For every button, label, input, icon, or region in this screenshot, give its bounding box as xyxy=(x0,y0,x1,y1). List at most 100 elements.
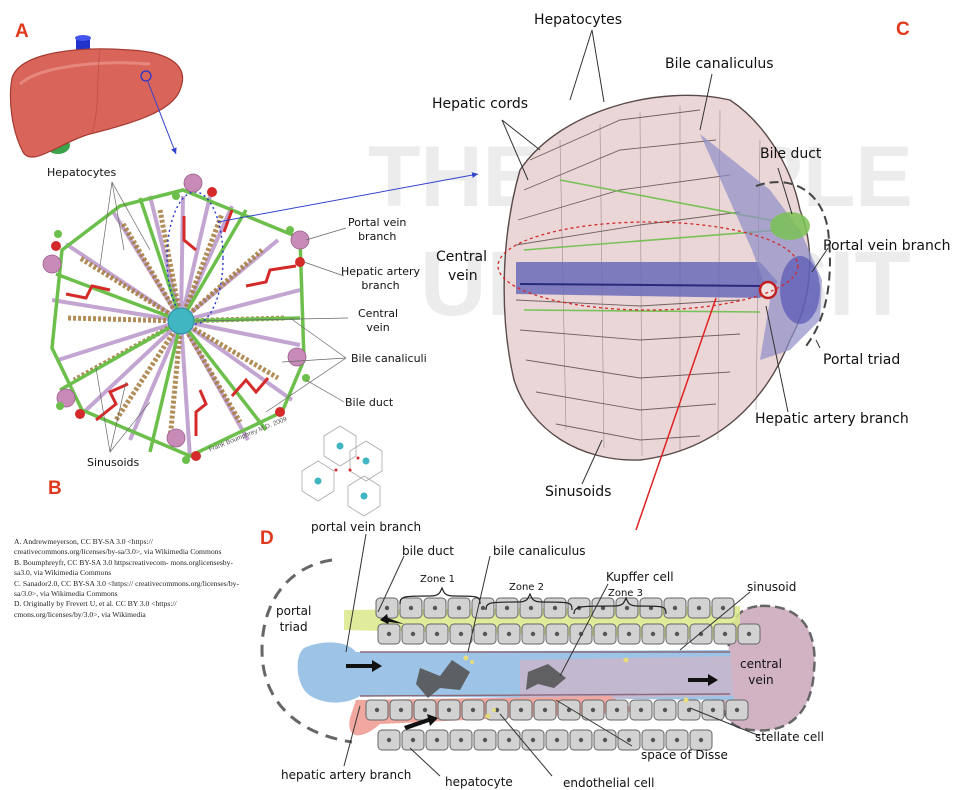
credit-c: C. Sanador2.0, CC BY-SA 3.0 <https:// cr… xyxy=(14,579,246,600)
label-b-portal-vein-line2: branch xyxy=(348,230,406,244)
label-d-portal-triad-line2: triad xyxy=(276,619,311,635)
credit-b: B. Boumphreyfr, CC BY-SA 3.0 httpscreati… xyxy=(14,558,246,579)
label-d-zone-1: Zone 1 xyxy=(420,574,455,585)
hepatocyte-nucleus xyxy=(399,708,403,712)
hepatocyte-nucleus xyxy=(555,738,559,742)
hepatocyte-nucleus xyxy=(747,632,751,636)
label-d-portal-vein-branch: portal vein branch xyxy=(311,520,421,534)
hepatocyte-nucleus xyxy=(651,738,655,742)
hepatocyte-nucleus xyxy=(697,606,701,610)
panel-letter-b: B xyxy=(48,478,62,500)
hepatocyte-nucleus xyxy=(385,606,389,610)
hepatocyte-nucleus xyxy=(711,708,715,712)
hepatocyte-nucleus xyxy=(675,632,679,636)
hepatocyte-nucleus xyxy=(483,632,487,636)
hepatocyte-nucleus xyxy=(411,738,415,742)
hepatocyte-row-bottom xyxy=(378,730,712,750)
label-d-central-vein-line1: central xyxy=(740,656,782,672)
hepatocyte-nucleus xyxy=(591,708,595,712)
hepatocyte-nucleus xyxy=(651,632,655,636)
hepatocyte-nucleus xyxy=(507,632,511,636)
label-c-bile-duct: Bile duct xyxy=(760,146,821,162)
label-b-bile-canaliculi: Bile canaliculi xyxy=(351,352,427,365)
image-credits: A. Andrewmeyerson, CC BY-SA 3.0 <https:/… xyxy=(14,537,246,620)
hepatocyte-nucleus xyxy=(721,606,725,610)
label-d-portal-triad-line1: portal xyxy=(276,603,311,619)
hepatocyte-nucleus xyxy=(387,738,391,742)
hepatocyte-nucleus xyxy=(675,738,679,742)
hepatocyte-nucleus xyxy=(435,738,439,742)
label-c-portal-triad: Portal triad xyxy=(823,352,900,368)
label-d-kupffer-cell: Kupffer cell xyxy=(606,570,674,584)
label-c-hepatic-artery-branch: Hepatic artery branch xyxy=(755,411,909,427)
label-b-sinusoids: Sinusoids xyxy=(87,456,139,469)
label-d-sinusoid: sinusoid xyxy=(747,580,796,594)
hepatocyte-nucleus xyxy=(457,606,461,610)
hepatocyte-nucleus xyxy=(663,708,667,712)
hepatocyte-nucleus xyxy=(625,606,629,610)
hepatocyte-nucleus xyxy=(483,738,487,742)
label-c-portal-vein-branch: Portal vein branch xyxy=(823,238,950,254)
label-d-zone-3: Zone 3 xyxy=(608,588,643,599)
label-b-central-vein: Central vein xyxy=(358,307,398,335)
hepatocyte-nucleus xyxy=(603,632,607,636)
hepatocyte-nucleus xyxy=(507,738,511,742)
label-d-bile-canaliculus: bile canaliculus xyxy=(493,544,585,558)
label-d-hepatocyte: hepatocyte xyxy=(445,775,513,789)
hepatocyte-nucleus xyxy=(603,738,607,742)
liver-illustration xyxy=(10,35,182,157)
panel-letter-c: C xyxy=(896,19,910,41)
label-c-sinusoids: Sinusoids xyxy=(545,484,611,500)
panel-letter-d: D xyxy=(260,528,274,550)
hepatocyte-nucleus xyxy=(735,708,739,712)
hepatocyte-nucleus xyxy=(615,708,619,712)
hepatocyte-nucleus xyxy=(627,738,631,742)
sinusoid-schematic xyxy=(262,534,815,776)
hepatocyte-row-top xyxy=(376,598,734,618)
label-c-central-vein-line1: Central xyxy=(436,248,487,267)
hepatocyte-nucleus xyxy=(411,632,415,636)
hepatocyte-nucleus xyxy=(579,738,583,742)
label-d-hepatic-artery-branch: hepatic artery branch xyxy=(281,768,411,782)
label-b-portal-vein-branch: Portal vein branch xyxy=(348,216,406,244)
hepatocyte-nucleus xyxy=(433,606,437,610)
label-b-central-vein-line1: Central xyxy=(358,307,398,321)
label-c-central-vein: Central vein xyxy=(436,248,487,286)
hepatocyte-nucleus xyxy=(387,632,391,636)
lobule-section-drawing xyxy=(498,30,830,530)
label-b-portal-vein-line1: Portal vein xyxy=(348,216,406,230)
label-c-hepatic-cords: Hepatic cords xyxy=(432,96,528,112)
hepatocyte-nucleus xyxy=(435,632,439,636)
label-d-portal-triad: portal triad xyxy=(276,603,311,635)
hepatocyte-nucleus xyxy=(531,632,535,636)
hepatocyte-nucleus xyxy=(723,632,727,636)
hepatocyte-nucleus xyxy=(447,708,451,712)
label-c-bile-canaliculus: Bile canaliculus xyxy=(665,56,774,72)
label-b-hepatic-artery-line1: Hepatic artery xyxy=(341,265,420,279)
label-d-bile-duct: bile duct xyxy=(402,544,454,558)
hepatocyte-nucleus xyxy=(519,708,523,712)
label-d-space-of-disse: space of Disse xyxy=(641,748,728,762)
label-d-central-vein: central vein xyxy=(740,656,782,688)
hepatocyte-nucleus xyxy=(543,708,547,712)
hepatocyte-nucleus xyxy=(639,708,643,712)
hepatocyte-nucleus xyxy=(505,606,509,610)
label-c-central-vein-line2: vein xyxy=(436,267,487,286)
hepatocyte-nucleus xyxy=(409,606,413,610)
label-c-hepatocytes: Hepatocytes xyxy=(534,12,622,28)
label-b-hepatic-artery-branch: Hepatic artery branch xyxy=(341,265,420,293)
hepatocyte-nucleus xyxy=(553,606,557,610)
hepatocyte-nucleus xyxy=(555,632,559,636)
hepatocyte-nucleus xyxy=(673,606,677,610)
label-d-stellate-cell: stellate cell xyxy=(755,730,824,744)
label-d-zone-2: Zone 2 xyxy=(509,582,544,593)
label-b-bile-duct: Bile duct xyxy=(345,396,393,409)
credit-d: D. Originally by Frevert U, et al. CC BY… xyxy=(14,599,246,620)
hepatocyte-nucleus xyxy=(375,708,379,712)
hepatocyte-nucleus xyxy=(699,738,703,742)
hepatocyte-nucleus xyxy=(481,606,485,610)
label-b-hepatocytes: Hepatocytes xyxy=(47,166,116,179)
hepatocyte-nucleus xyxy=(459,632,463,636)
label-b-central-vein-line2: vein xyxy=(358,321,398,335)
